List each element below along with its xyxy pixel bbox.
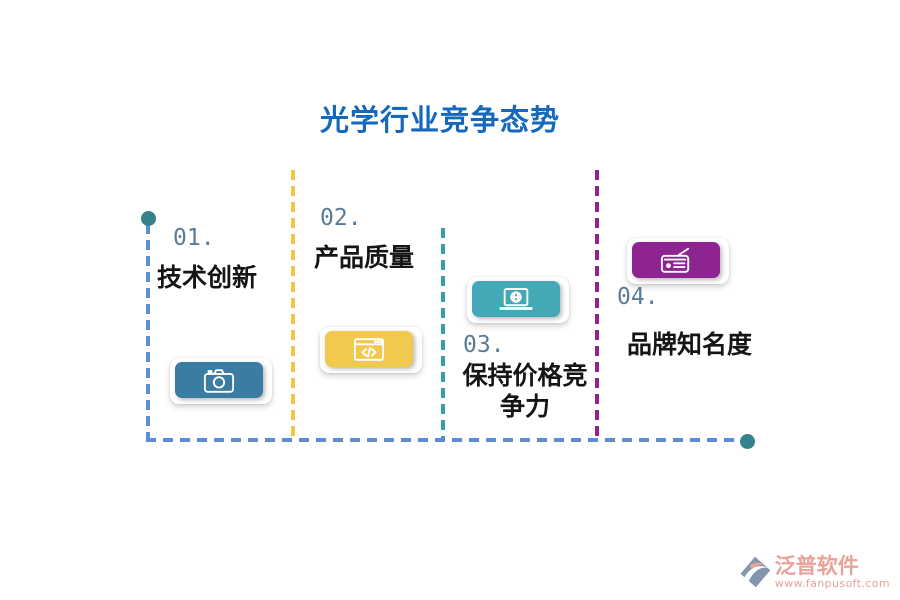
brand-text: 泛普软件 www.fanpusoft.com bbox=[775, 554, 890, 591]
step3-number: 03. bbox=[463, 332, 505, 358]
step1-label: 技术创新 bbox=[157, 263, 258, 292]
step3-icon-card bbox=[467, 277, 569, 323]
step3-label: 保持价格竞争力 bbox=[462, 361, 588, 421]
code-window-icon bbox=[325, 331, 413, 367]
step1-icon-card bbox=[170, 358, 272, 404]
radio-icon bbox=[632, 242, 720, 278]
divider-line-step3 bbox=[441, 228, 445, 442]
step2-label: 产品质量 bbox=[314, 243, 415, 272]
brand-logo-icon bbox=[738, 554, 772, 594]
brand-watermark: 泛普软件 www.fanpusoft.com bbox=[738, 554, 890, 594]
step2-icon-card bbox=[320, 327, 422, 373]
brand-name: 泛普软件 bbox=[774, 554, 859, 578]
divider-line-step4 bbox=[595, 170, 599, 442]
brand-url: www.fanpusoft.com bbox=[774, 577, 890, 591]
step4-label: 品牌知名度 bbox=[627, 330, 753, 359]
divider-line-step2 bbox=[291, 170, 295, 442]
timeline-end-dot bbox=[740, 434, 755, 449]
timeline-start-dot bbox=[141, 211, 156, 226]
page-title: 光学行业竞争态势 bbox=[319, 103, 560, 137]
step4-number: 04. bbox=[617, 284, 659, 310]
step2-number: 02. bbox=[320, 205, 362, 231]
laptop-globe-icon bbox=[472, 281, 560, 317]
divider-line-step1 bbox=[146, 224, 150, 442]
timeline-axis bbox=[146, 438, 742, 442]
step1-number: 01. bbox=[173, 225, 215, 251]
step4-icon-card bbox=[627, 238, 729, 284]
camera-icon bbox=[175, 362, 263, 398]
